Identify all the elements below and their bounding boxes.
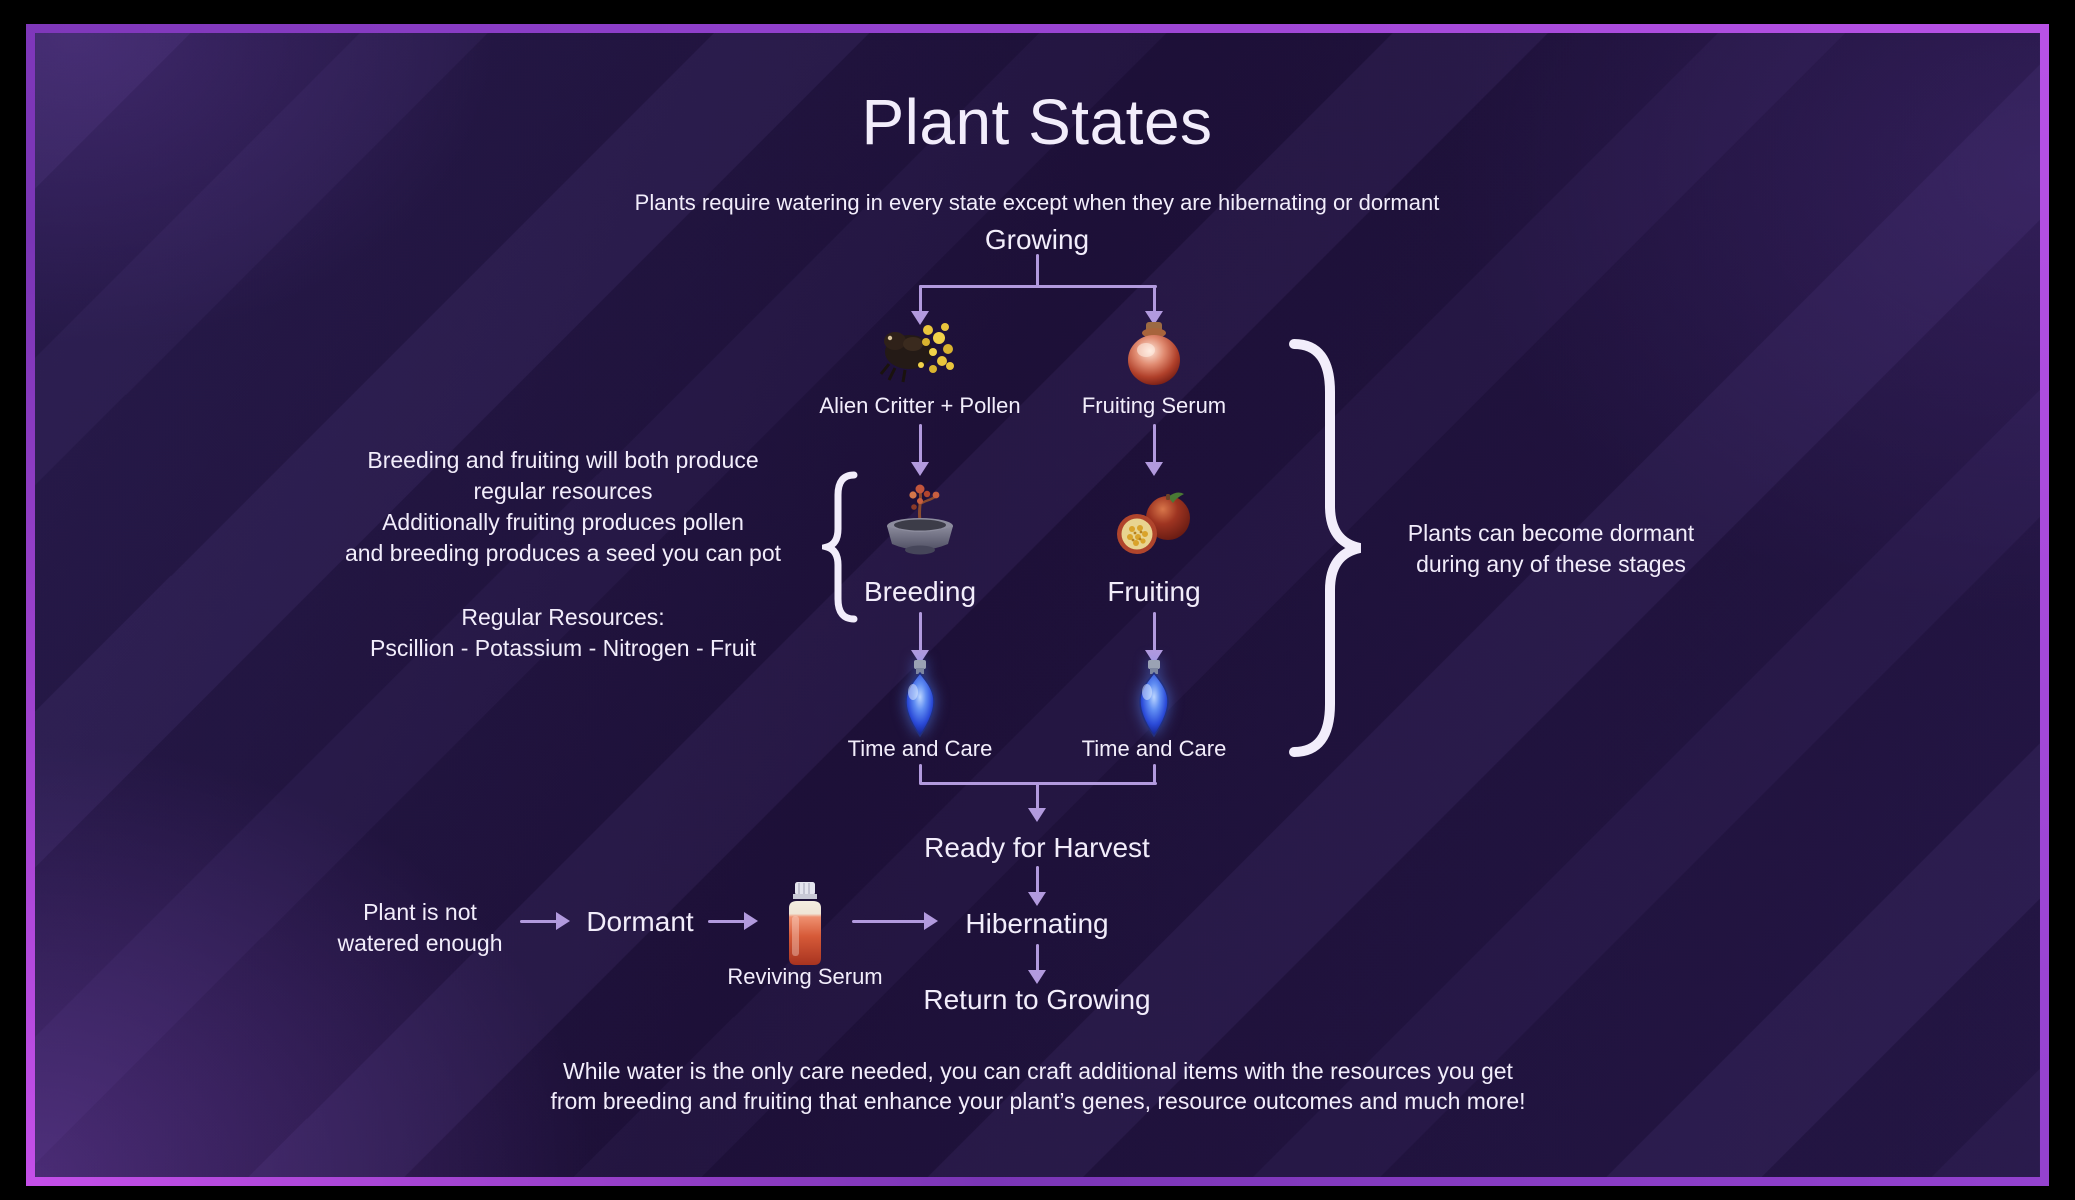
note-regular-resources: Regular Resources: Pscillion - Potassium…	[370, 604, 756, 661]
arrow-line-to-breeding	[919, 424, 922, 464]
care-potion-icon-left	[886, 656, 954, 747]
node-fruiting: Fruiting	[1107, 576, 1201, 607]
footer-note: While water is the only care needed, you…	[550, 1058, 1526, 1114]
connector-growing-split	[919, 285, 1157, 288]
merge-line-left	[919, 764, 922, 784]
note-dormant-stages: Plants can become dormant during any of …	[1407, 520, 1695, 577]
label-reviving-serum: Reviving Serum	[727, 964, 883, 989]
background-frame	[26, 24, 2049, 1186]
arrowhead-to-hibernating	[1028, 892, 1046, 906]
breeding-brace	[813, 470, 860, 629]
arrow-line-to-alien-critter	[919, 285, 922, 313]
label-fruiting-serum: Fruiting Serum	[1081, 393, 1227, 418]
node-breeding: Breeding	[863, 576, 977, 607]
fruiting-serum-jar-icon	[1122, 318, 1186, 395]
breeding-pot-icon	[868, 478, 972, 565]
node-ready-for-harvest: Ready for Harvest	[924, 832, 1150, 863]
arrowhead-to-return	[1028, 970, 1046, 984]
arrow-line-breeding-to-care	[919, 612, 922, 652]
arrowhead-to-fruiting-serum	[1145, 311, 1163, 325]
label-not-watered: Plant is not watered enough	[337, 899, 503, 956]
arrowhead-serum-to-hibernating	[924, 912, 938, 930]
connector-growing-stub	[1036, 254, 1039, 288]
label-time-and-care-left: Time and Care	[847, 736, 993, 761]
passion-fruit-icon	[1110, 490, 1198, 563]
arrowhead-cause-to-dormant	[556, 912, 570, 930]
label-alien-critter-pollen: Alien Critter + Pollen	[819, 393, 1021, 418]
arrow-line-dormant-to-serum	[708, 920, 746, 923]
arrowhead-to-fruiting	[1145, 462, 1163, 476]
arrowhead-to-alien-critter	[911, 311, 929, 325]
arrow-line-to-hibernating	[1036, 866, 1039, 894]
node-hibernating: Hibernating	[965, 908, 1109, 939]
arrowhead-to-harvest	[1028, 808, 1046, 822]
dormant-stages-brace	[1286, 338, 1370, 763]
care-potion-icon-right	[1120, 656, 1188, 747]
arrowhead-dormant-to-serum	[744, 912, 758, 930]
node-return-to-growing: Return to Growing	[923, 984, 1151, 1015]
reviving-serum-icon	[776, 880, 834, 973]
node-growing: Growing	[984, 224, 1090, 255]
alien-critter-pollen-icon	[875, 312, 965, 393]
note-breeding-fruiting: Breeding and fruiting will both produce …	[344, 447, 782, 566]
page-title: Plant States	[861, 86, 1213, 158]
label-time-and-care-right: Time and Care	[1081, 736, 1227, 761]
merge-line-right	[1153, 764, 1156, 784]
arrow-line-to-return	[1036, 944, 1039, 972]
arrow-line-serum-to-hibernating	[852, 920, 926, 923]
node-dormant: Dormant	[586, 906, 694, 937]
arrow-line-to-fruiting-serum	[1153, 285, 1156, 313]
arrow-line-cause-to-dormant	[520, 920, 558, 923]
arrow-line-fruiting-to-care	[1153, 612, 1156, 652]
arrow-line-to-fruiting	[1153, 424, 1156, 464]
subtitle: Plants require watering in every state e…	[634, 190, 1440, 215]
arrow-line-to-harvest	[1036, 782, 1039, 810]
arrowhead-to-breeding	[911, 462, 929, 476]
